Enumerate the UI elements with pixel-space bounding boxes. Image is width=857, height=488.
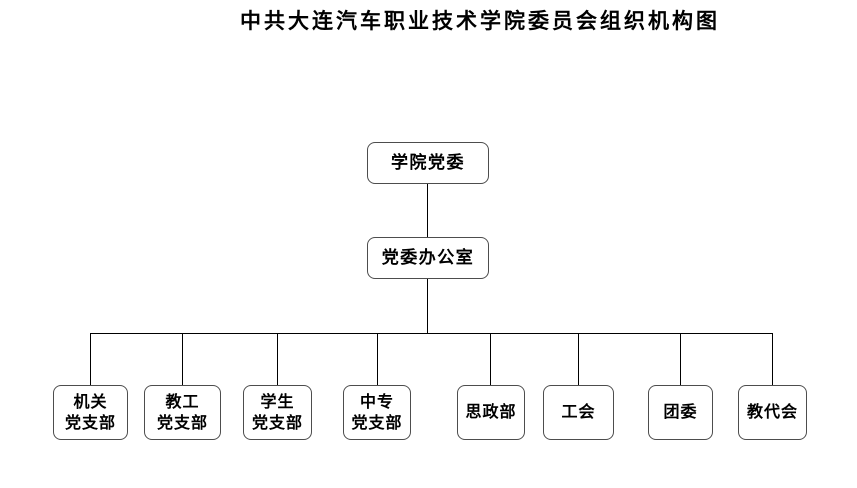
node-organ-party-branch: 机关 党支部 (53, 385, 128, 440)
chart-title: 中共大连汽车职业技术学院委员会组织机构图 (240, 10, 720, 33)
connector-drop-4 (377, 333, 378, 385)
node-ideology-dept: 思政部 (457, 385, 525, 440)
connector-drop-5 (490, 333, 491, 385)
node-labor-union: 工会 (543, 385, 614, 440)
connector-drop-6 (578, 333, 579, 385)
node-student-party-branch: 学生 党支部 (243, 385, 312, 440)
node-label: 党委办公室 (381, 248, 475, 267)
node-label-line: 教工 (165, 393, 200, 411)
connector-drop-7 (680, 333, 681, 385)
connector-horizontal-bus (90, 333, 773, 334)
connector-drop-3 (277, 333, 278, 385)
node-label-line: 中专 (359, 393, 394, 411)
node-label-line: 团委 (663, 404, 698, 421)
node-label-line: 机关 (73, 393, 108, 411)
node-label-line: 党支部 (351, 414, 403, 432)
node-label-line: 党支部 (156, 414, 208, 432)
node-label-line: 党支部 (251, 414, 303, 432)
node-label-line: 思政部 (465, 404, 517, 421)
connector-drop-1 (90, 333, 91, 385)
node-college-party-committee: 学院党委 (367, 142, 489, 184)
connector-office-to-bus (427, 279, 428, 333)
node-youth-league: 团委 (648, 385, 713, 440)
node-faculty-party-branch: 教工 党支部 (144, 385, 221, 440)
node-party-committee-office: 党委办公室 (367, 237, 489, 279)
connector-drop-8 (772, 333, 773, 385)
node-label-line: 工会 (561, 404, 596, 421)
node-label-line: 教代会 (746, 404, 798, 421)
node-secondary-party-branch: 中专 党支部 (343, 385, 411, 440)
connector-root-to-office (427, 184, 428, 237)
node-label: 学院党委 (391, 153, 465, 172)
node-staff-congress: 教代会 (738, 385, 807, 440)
node-label-line: 学生 (260, 393, 295, 411)
connector-drop-2 (182, 333, 183, 385)
node-label-line: 党支部 (64, 414, 116, 432)
